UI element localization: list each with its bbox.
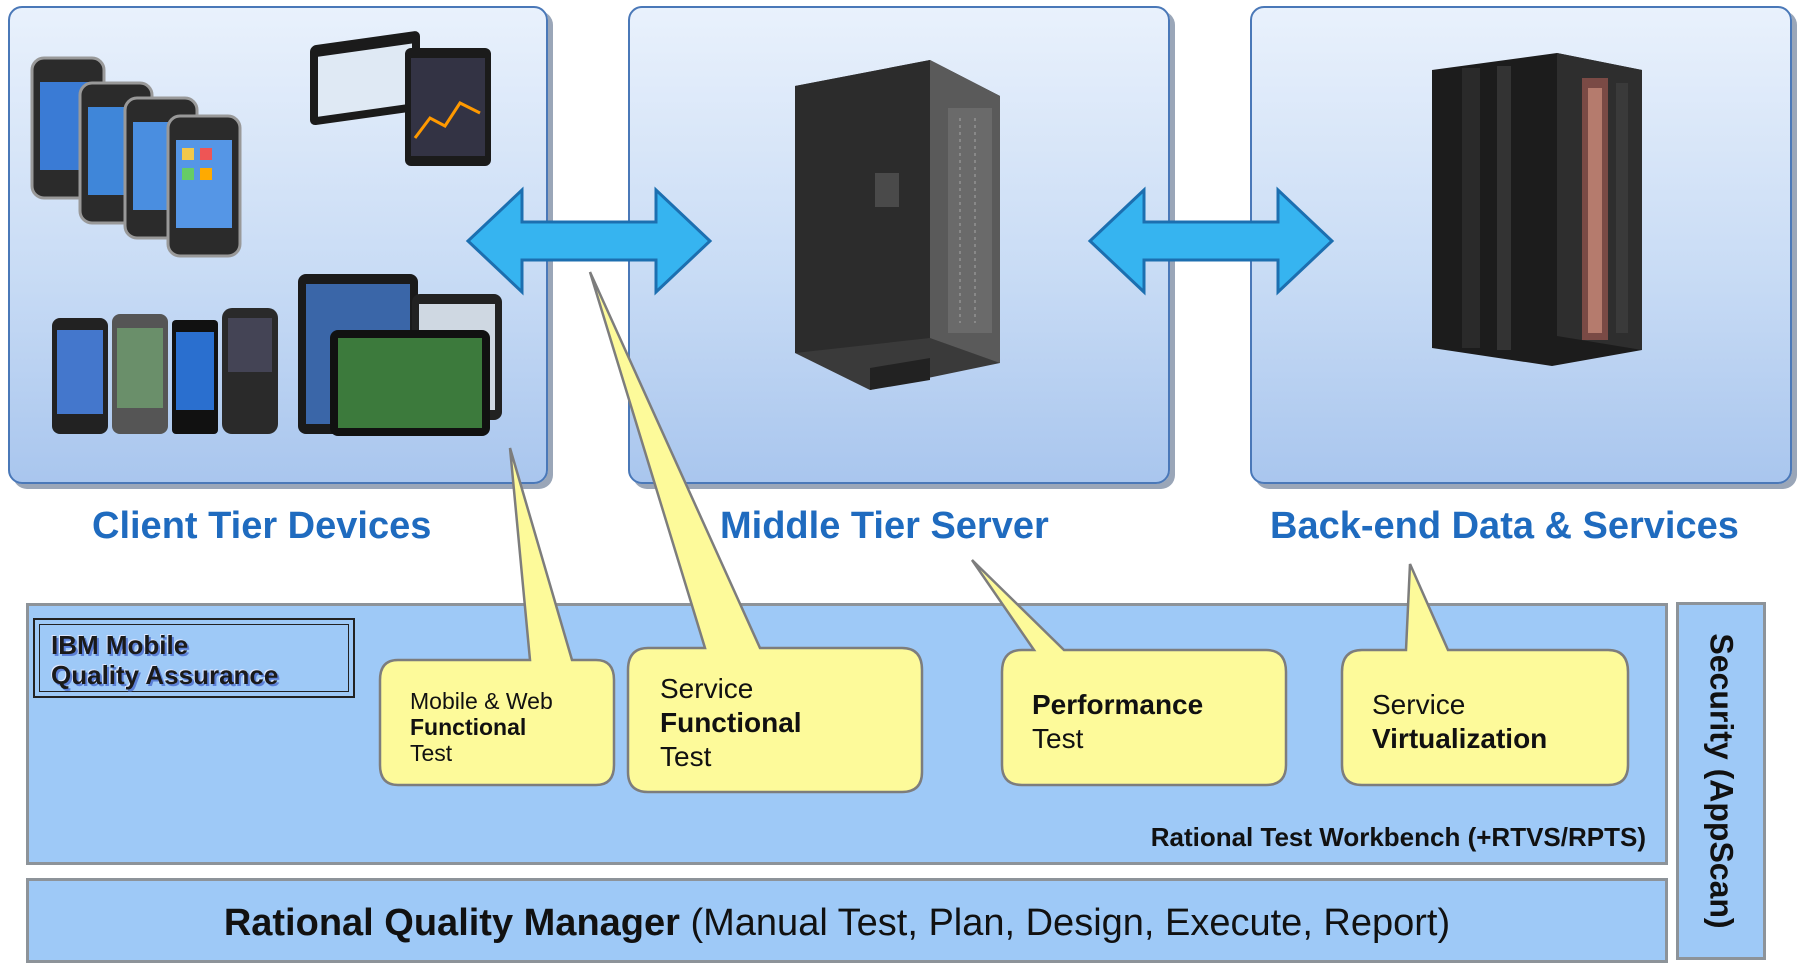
test-workbench-label: Rational Test Workbench (+RTVS/RPTS) — [1150, 822, 1646, 852]
quality-manager-detail: (Manual Test, Plan, Design, Execute, Rep… — [679, 902, 1451, 944]
tablet-icon — [310, 31, 491, 166]
bubble-mobile-web-functional — [378, 447, 616, 787]
quality-manager-band — [26, 878, 1668, 963]
bubble-mobile-web-functional-text: Mobile & Web Functional Test — [410, 688, 553, 766]
middle-backend-arrow-icon — [1087, 186, 1335, 296]
middle-tier-label: Middle Tier Server — [720, 505, 1049, 547]
bubble-service-functional-text: Service Functional Test — [660, 673, 802, 772]
device-row-icon — [52, 274, 502, 436]
tower-server-image — [795, 60, 1000, 390]
mobile-devices-image — [30, 31, 502, 436]
quality-manager-label: Rational Quality Manager (Manual Test, P… — [0, 902, 1674, 945]
quality-manager-title: Rational Quality Manager — [223, 902, 680, 944]
bubble-service-virtualization-text: Service Virtualization — [1372, 689, 1548, 754]
security-band: Security (AppScan) — [1676, 602, 1766, 960]
brand-line-1: IBM Mobile — [51, 630, 189, 660]
ibm-mobile-qa-logo: IBM Mobile Quality Assurance — [33, 618, 355, 698]
mainframe-image — [1432, 53, 1642, 366]
client-tier-panel — [8, 6, 548, 484]
bubble-performance — [970, 559, 1288, 787]
bubble-service-virtualization — [1340, 563, 1630, 787]
phone-stack-icon — [30, 56, 242, 258]
backend-tier-label: Back-end Data & Services — [1270, 505, 1739, 547]
client-middle-arrow-icon — [465, 186, 713, 296]
client-tier-label: Client Tier Devices — [92, 505, 432, 547]
middle-tier-panel — [628, 6, 1170, 484]
brand-line-2: Quality Assurance — [51, 660, 279, 690]
bubble-performance-text: Performance Test — [1032, 689, 1204, 754]
backend-tier-panel — [1250, 6, 1792, 484]
bubble-service-functional — [588, 271, 924, 794]
security-label: Security (AppScan) — [1703, 633, 1740, 929]
